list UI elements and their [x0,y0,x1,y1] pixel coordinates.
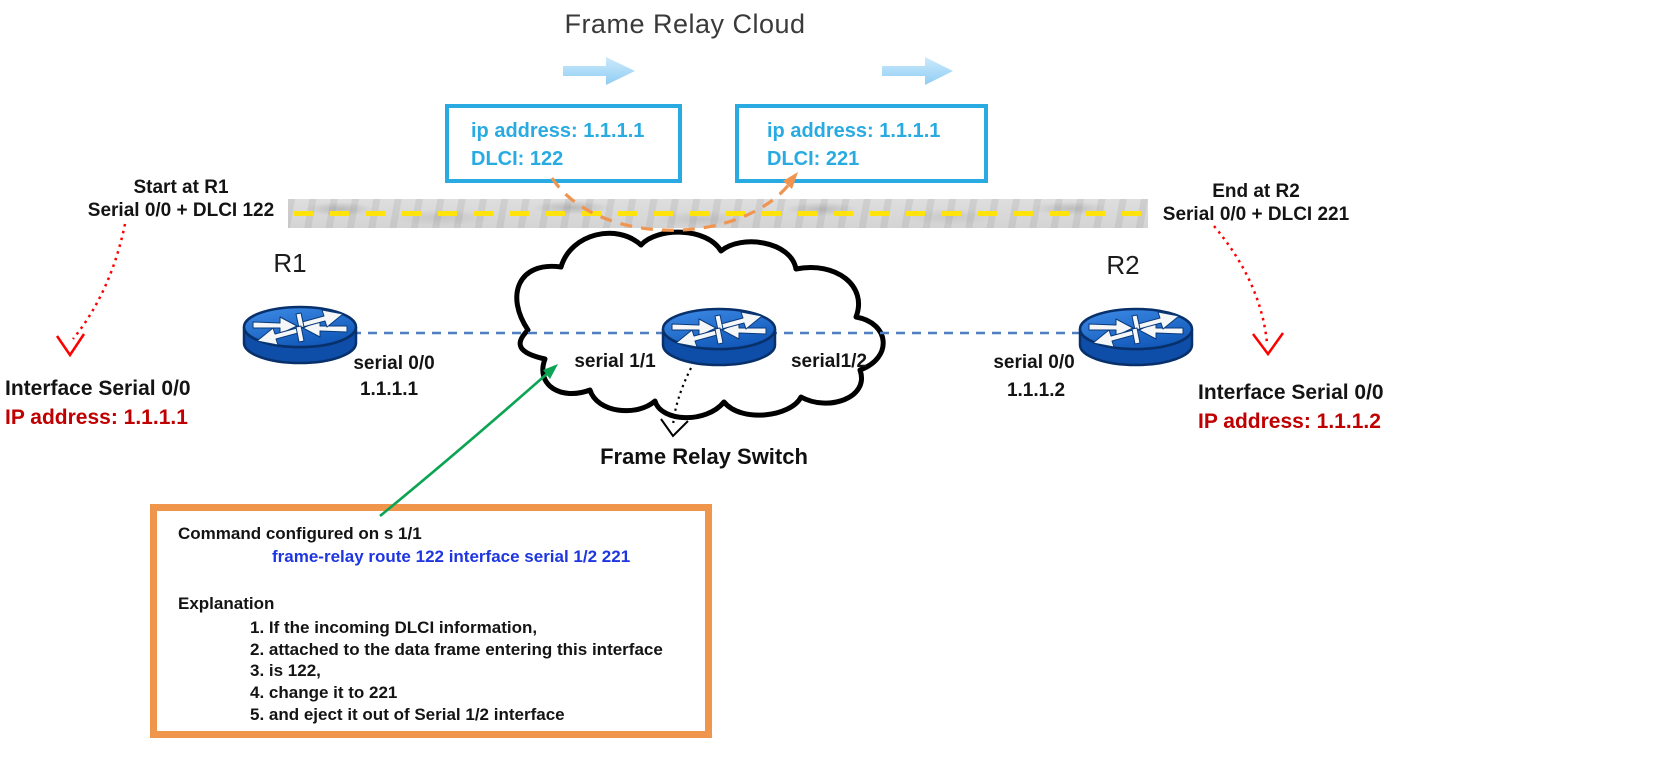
interface-annotation-right: Interface Serial 0/0 IP address: 1.1.1.2 [1198,378,1384,436]
page-title: Frame Relay Cloud [564,9,806,39]
r2-label: R2 [1106,250,1140,280]
flow-arrow-right-icon [882,57,953,85]
start-annotation: Start at R1 Serial 0/0 + DLCI 122 [78,176,284,222]
red-dotted-arrow-right-icon [1213,225,1285,357]
command-text: frame-relay route 122 interface serial 1… [272,547,631,566]
end-annotation-line2: Serial 0/0 + DLCI 221 [1162,204,1350,225]
road-bar [288,199,1148,228]
start-annotation-line2: Serial 0/0 + DLCI 122 [87,200,275,221]
frame-relay-switch-icon [661,307,777,367]
explanation-item: 5. and eject it out of Serial 1/2 interf… [250,704,565,724]
green-arrow-icon [379,364,558,518]
dlci-box-right-dlci: DLCI: 221 [767,148,860,170]
end-annotation-line1: End at R2 [1212,181,1300,202]
interface-right-line2: IP address: 1.1.1.2 [1198,410,1381,433]
interface-left-line1: Interface Serial 0/0 [5,377,191,400]
dlci-box-left-dlci: DLCI: 122 [471,148,564,170]
dlci-box-left-ip: ip address: 1.1.1.1 [471,120,645,142]
router-icon-r2 [1078,307,1194,367]
flow-arrow-left-icon [563,57,635,85]
r2-ip-label: 1.1.1.2 [1006,380,1066,401]
explanation-list: 1. If the incoming DLCI information, 2. a… [250,617,705,726]
explanation-item: 4. change it to 221 [250,683,398,703]
orange-dashed-arrow-icon [550,172,798,232]
switch-pointer-arrow-icon [660,367,692,438]
dlci-box-left: ip address: 1.1.1.1 DLCI: 122 [445,104,682,183]
explanation-heading: Explanation [178,594,275,613]
end-annotation: End at R2 Serial 0/0 + DLCI 221 [1153,180,1359,226]
red-dotted-arrow-left-icon [55,223,127,358]
road-center-line [294,211,1142,216]
r1-interface-label: serial 0/0 [353,353,435,374]
router-icon-r1 [242,305,358,365]
r1-ip-label: 1.1.1.1 [359,379,419,400]
interface-annotation-left: Interface Serial 0/0 IP address: 1.1.1.1 [5,374,191,432]
r1-label: R1 [273,248,307,278]
command-box: Command configured on s 1/1 frame-relay … [150,504,712,738]
explanation-item: 1. If the incoming DLCI information, [250,618,538,637]
dlci-box-right-ip: ip address: 1.1.1.1 [767,120,941,142]
switch-left-interface-label: serial 1/1 [574,351,656,372]
command-heading: Command configured on s 1/1 [178,524,422,543]
explanation-item: 2. attached to the data frame entering t… [250,639,663,659]
interface-left-line2: IP address: 1.1.1.1 [5,406,188,429]
dlci-box-right: ip address: 1.1.1.1 DLCI: 221 [735,104,988,183]
frame-relay-switch-label: Frame Relay Switch [600,444,808,469]
interface-right-line1: Interface Serial 0/0 [1198,381,1384,404]
switch-right-interface-label: serial1/2 [790,351,868,372]
start-annotation-line1: Start at R1 [133,177,229,198]
explanation-item: 3. is 122, [250,661,321,681]
r2-interface-label: serial 0/0 [993,352,1075,373]
